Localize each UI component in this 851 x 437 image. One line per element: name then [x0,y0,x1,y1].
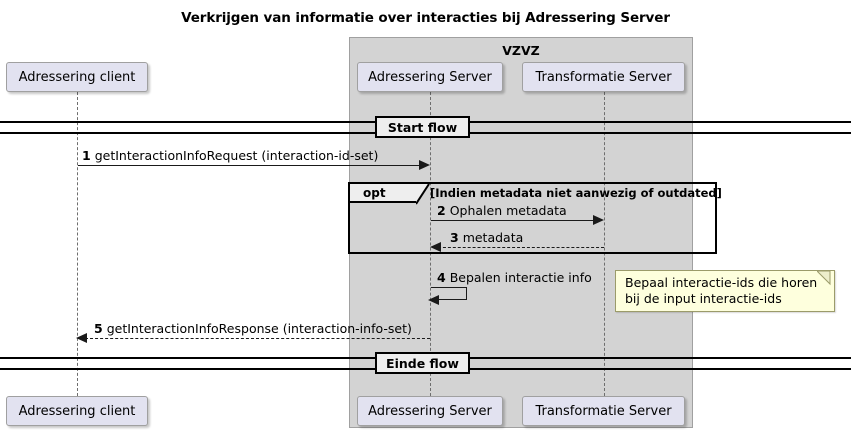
note-line-1: Bepaal interactie-ids die horen [625,275,818,290]
message-3-arrowhead [430,242,441,252]
participant-transformatie-server-bottom[interactable]: Transformatie Server [522,396,685,426]
message-2-arrowhead [593,215,604,225]
message-4-label: 4 Bepalen interactie info [437,270,592,285]
message-5-arrow-line [85,338,430,339]
participant-label: Adressering Server [368,69,492,85]
note-bepaal-interactie-ids: Bepaal interactie-ids die horen bij de i… [615,270,835,312]
fragment-opt-box [348,182,717,254]
message-5-seq: 5 [94,321,103,336]
lifeline-client [77,92,78,396]
message-4-arrowhead [428,295,439,305]
message-3-seq: 3 [450,230,459,245]
page-title: Verkrijgen van informatie over interacti… [181,10,670,26]
message-2-seq: 2 [437,203,446,218]
message-3-text: metadata [462,230,524,245]
divider-start-flow: Start flow [375,116,470,138]
participant-client-top[interactable]: Adressering client [6,62,148,92]
message-4-seq: 4 [437,270,446,285]
group-title-label: VZVZ [502,43,540,58]
message-3-label: 3 metadata [450,230,523,245]
divider-label-text: Start flow [387,119,458,135]
message-3-arrow-line [438,247,604,248]
participant-label: Transformatie Server [535,69,672,85]
message-4-text: Bepalen interactie info [449,270,592,285]
participant-adressering-server-top[interactable]: Adressering Server [357,62,503,92]
fragment-opt-label: opt [363,185,386,200]
message-4-selfcall-loop [431,287,467,300]
participant-label: Adressering client [18,69,136,85]
message-5-label: 5 getInteractionInfoResponse (interactio… [94,321,412,336]
message-1-arrow-line [78,165,422,166]
divider-label-text: Einde flow [386,355,459,371]
message-1-arrowhead [419,160,430,170]
participant-transformatie-server-top[interactable]: Transformatie Server [522,62,685,92]
participant-label: Transformatie Server [535,403,672,419]
fragment-opt-tab: opt [350,184,418,203]
message-1-text: getInteractionInfoRequest (interaction-i… [94,148,379,163]
divider-einde-flow: Einde flow [375,352,470,374]
participant-adressering-server-bottom[interactable]: Adressering Server [357,396,503,426]
participant-client-bottom[interactable]: Adressering client [6,396,148,426]
message-1-seq: 1 [82,148,91,163]
participant-label: Adressering Server [368,403,492,419]
lifeline-transformatie-server [604,92,605,396]
message-2-arrow-line [431,220,596,221]
message-5-arrowhead [76,333,87,343]
message-1-label: 1 getInteractionInfoRequest (interaction… [82,148,378,163]
message-5-text: getInteractionInfoResponse (interaction-… [106,321,412,336]
message-2-label: 2 Ophalen metadata [437,203,567,218]
fragment-opt-tab-notch-icon [416,184,430,205]
message-2-text: Ophalen metadata [449,203,567,218]
note-line-2: bij de input interactie-ids [625,291,782,306]
participant-label: Adressering client [18,403,136,419]
fragment-opt-guard: [Indien metadata niet aanwezig of outdat… [430,186,722,200]
